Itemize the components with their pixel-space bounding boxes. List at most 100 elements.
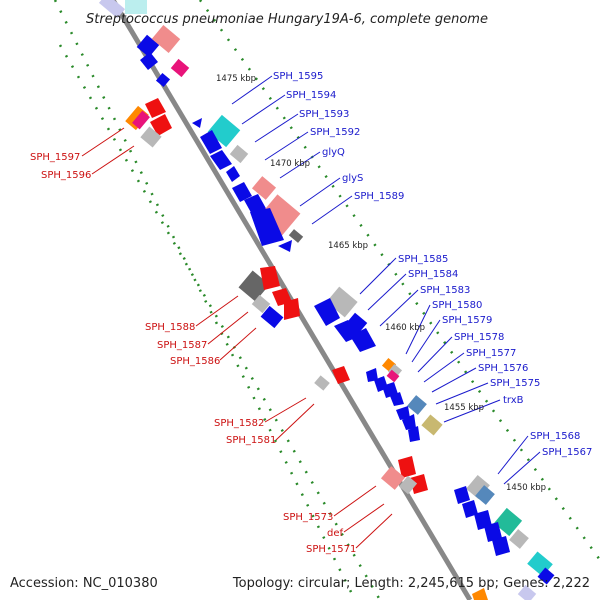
leader-line	[503, 451, 541, 485]
gene-label: def	[327, 528, 344, 539]
leader-line	[207, 311, 249, 345]
leader-line	[231, 75, 273, 105]
gene-blue	[408, 426, 420, 442]
gene-pink	[251, 176, 277, 200]
gene-fragment-lilac	[98, 0, 126, 19]
leader-line	[195, 295, 239, 327]
leader-line	[435, 382, 489, 405]
gene-blue-large	[250, 208, 284, 246]
gene-label: SPH_1581	[226, 435, 276, 446]
gene-blue	[366, 368, 378, 382]
gene-label: SPH_1593	[299, 109, 349, 120]
leader-line	[254, 113, 299, 143]
gene-red	[260, 266, 280, 290]
top-fragment-genes	[98, 0, 147, 19]
gene-gray	[466, 474, 490, 500]
leader-line	[264, 397, 307, 423]
gene-blue	[210, 150, 232, 170]
gene-label: SPH_1584	[408, 269, 458, 280]
gene-steelblue	[407, 395, 427, 415]
gene-label: SPH_1575	[490, 378, 540, 389]
gene-orange	[472, 588, 488, 600]
leader-line	[81, 127, 125, 157]
gene-gray	[251, 294, 271, 314]
gene-blue	[462, 500, 478, 518]
gene-blue	[390, 392, 404, 406]
gene-blue	[314, 298, 340, 326]
leader-line	[443, 399, 501, 423]
gene-gray	[140, 126, 162, 148]
leader-line	[405, 304, 431, 355]
gene-red	[150, 114, 172, 136]
tick-label: 1465 kbp	[328, 241, 368, 251]
gene-label: SPH_1592	[310, 127, 360, 138]
gene-fragment-pale-cyan	[125, 0, 147, 14]
gene-teal	[493, 507, 523, 537]
leader-line	[411, 319, 441, 363]
gene-label: SPH_1577	[466, 348, 516, 359]
gene-blue	[232, 182, 252, 202]
accession-text: Accession: NC_010380	[10, 576, 158, 591]
gene-magenta	[132, 110, 150, 130]
gene-blue	[484, 522, 502, 542]
leader-line	[355, 513, 393, 549]
gene-blue	[350, 328, 376, 352]
leader-line	[264, 131, 309, 161]
genome-summary-text: Topology: circular; Length: 2,245,615 bp…	[232, 576, 590, 591]
gene-red	[284, 298, 300, 320]
gene-label: SPH_1583	[420, 285, 470, 296]
leader-line	[379, 289, 419, 327]
gene-label: SPH_1582	[214, 418, 264, 429]
leader-line	[367, 273, 407, 311]
leader-line	[91, 145, 135, 175]
gene-red	[145, 98, 166, 118]
gene-features	[125, 25, 555, 600]
gene-label: SPH_1595	[273, 71, 323, 82]
gene-dark-gray	[288, 229, 304, 243]
tick-label: 1470 kbp	[270, 159, 310, 169]
gene-blue	[537, 567, 555, 585]
gene-blue	[278, 240, 292, 252]
gene-blue	[192, 118, 202, 128]
leader-line	[219, 327, 257, 361]
gene-label: SPH_1578	[454, 332, 504, 343]
leader-line	[311, 195, 353, 225]
gene-blue	[454, 486, 470, 504]
leader-line	[423, 352, 465, 383]
gene-label: SPH_1586	[170, 356, 220, 367]
gene-red	[398, 456, 416, 478]
gene-label: trxB	[503, 395, 524, 406]
gene-label: SPH_1587	[157, 340, 207, 351]
gene-blue	[155, 72, 171, 88]
gene-blue	[226, 166, 240, 182]
leader-line	[359, 257, 397, 295]
gene-cyan	[207, 114, 241, 148]
gene-label: SPH_1597	[30, 152, 80, 163]
gene-magenta	[170, 58, 190, 78]
gene-steelblue	[475, 485, 495, 505]
gene-gray	[326, 286, 358, 318]
gene-blue	[200, 130, 222, 154]
gene-gray	[229, 144, 249, 164]
gene-red	[332, 366, 350, 384]
leader-line	[343, 503, 385, 533]
leader-line	[241, 94, 286, 125]
gene-label: SPH_1589	[354, 191, 404, 202]
leader-line	[431, 367, 477, 393]
leader-line	[279, 151, 321, 179]
leader-line	[333, 485, 377, 517]
gene-blue	[396, 406, 410, 420]
gene-label: glyS	[342, 173, 363, 184]
tick-label: 1460 kbp	[385, 323, 425, 333]
gene-blue	[492, 536, 510, 556]
gene-pink	[380, 466, 406, 490]
gene-label: SPH_1567	[542, 447, 592, 458]
gene-label: SPH_1580	[432, 300, 482, 311]
leader-line	[497, 435, 529, 475]
gene-label: SPH_1571	[306, 544, 356, 555]
gene-fragment-lilac	[517, 584, 537, 600]
map-title: Streptococcus pneumoniae Hungary19A-6, c…	[86, 12, 488, 27]
gene-label: glyQ	[322, 147, 345, 158]
leader-line	[417, 336, 453, 373]
